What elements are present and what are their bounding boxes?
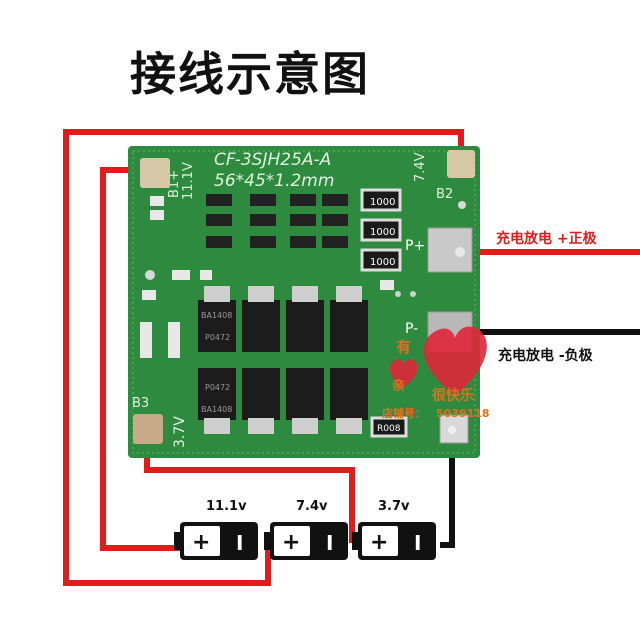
negative-label: 充电放电 -负极 [498,347,594,364]
mosfet-bottom-sub-text: BA1408 [201,405,232,414]
battery-2-minus: I [326,531,333,555]
battery-2-plus: + [282,530,300,555]
heart-large-icon [423,326,487,395]
p-minus-label: P- [405,321,418,337]
mosfet-row-bottom: P0472 BA1408 [198,368,368,434]
pcb-board: CF-3SJH25A-A 56*45*1.2mm B1+ 11.1V 7.4V … [128,146,480,458]
battery-1-voltage: 11.1v [206,499,247,514]
pad-b2 [447,150,475,178]
b2-label: B2 [436,187,453,202]
resistor-1-label: 1000 [370,197,395,208]
wire-b-minus [440,440,455,548]
board-model: CF-3SJH25A-A [214,150,331,170]
b3-voltage: 3.7V [172,416,188,448]
battery-1-plus: + [192,530,210,555]
battery-2-voltage: 7.4v [296,499,328,514]
positive-label: 充电放电 +正极 [496,230,598,247]
pad-b3 [133,414,163,444]
watermark: 有 亲 很快乐 店铺号： 5039118 [382,326,490,420]
b3-label: B3 [132,396,149,411]
mosfet-top-text: BA1408 [201,311,232,320]
battery-3-plus: + [370,530,388,555]
watermark-line3: 很快乐 [432,387,474,404]
mosfet-top-sub-text: P0472 [205,333,230,342]
battery-1-minus: I [236,531,243,555]
battery-3-minus: I [414,531,421,555]
heart-small-icon [389,359,418,388]
battery-1: + I 11.1v [174,499,258,560]
b1-voltage: 11.1V [181,162,196,200]
board-size: 56*45*1.2mm [214,171,334,191]
watermark-number: 5039118 [436,407,490,420]
small-components [140,194,394,358]
b2-voltage: 7.4V [413,152,428,182]
page-title: 接线示意图 [130,47,370,101]
pad-b1 [140,158,170,188]
pad-p-plus [427,227,473,273]
resistor-group: 1000 1000 1000 R008 [360,188,408,438]
watermark-line1: 有 [396,338,411,356]
resistor-2-label: 1000 [370,227,395,238]
battery-2: + I 7.4v [264,499,348,560]
mosfet-row-top: BA1408 P0472 [198,286,368,352]
resistor-4-label: R008 [377,424,401,434]
battery-3-voltage: 3.7v [378,499,410,514]
p-plus-label: P+ [405,238,425,254]
wire-b2 [63,129,464,586]
b1-label: B1+ [167,170,182,198]
battery-3: + I 3.7v [352,499,436,560]
resistor-3-label: 1000 [370,257,395,268]
watermark-shop: 店铺号： [382,406,426,420]
watermark-line2: 亲 [392,378,405,394]
mosfet-bottom-text: P0472 [205,383,230,392]
